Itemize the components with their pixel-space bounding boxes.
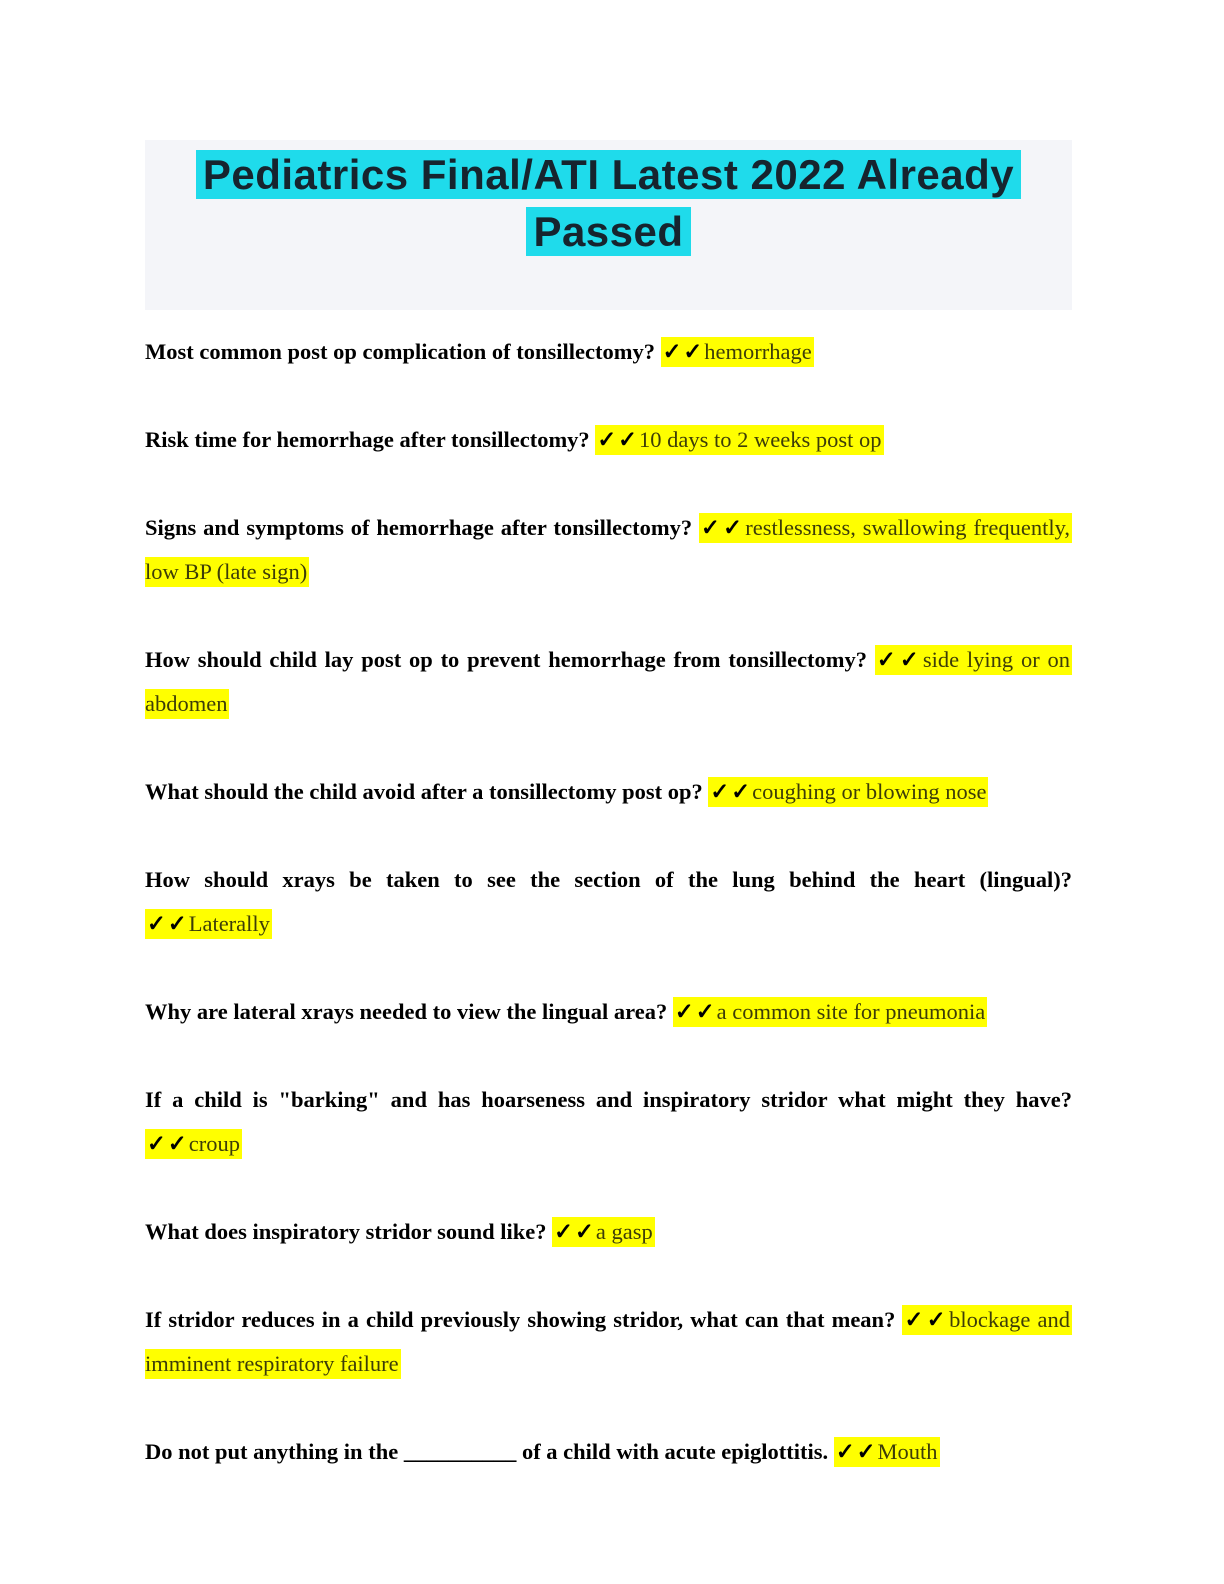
answer-value: Laterally	[188, 911, 270, 936]
question-text: What should the child avoid after a tons…	[145, 779, 709, 804]
answer-text: ✓✓a gasp	[552, 1217, 655, 1247]
checkmark-icon: ✓✓	[674, 999, 717, 1024]
question-text: Do not put anything in the __________ of…	[145, 1439, 834, 1464]
checkmark-icon: ✓✓	[662, 339, 705, 364]
page-title-line-1: Pediatrics Final/ATI Latest 2022 Already	[195, 150, 1022, 199]
answer-text: ✓✓a common site for pneumonia	[672, 997, 988, 1027]
answer-value: a common site for pneumonia	[716, 999, 986, 1024]
qa-item: How should child lay post op to prevent …	[145, 638, 1072, 726]
answer-value: blockage and imminent respiratory failur…	[145, 1307, 1070, 1376]
document-header: Pediatrics Final/ATI Latest 2022 Already…	[145, 140, 1072, 310]
question-text: How should child lay post op to prevent …	[145, 647, 875, 672]
question-text: Signs and symptoms of hemorrhage after t…	[145, 515, 699, 540]
question-text: Why are lateral xrays needed to view the…	[145, 999, 673, 1024]
question-text: How should xrays be taken to see the sec…	[145, 867, 1072, 892]
checkmark-icon: ✓✓	[597, 427, 640, 452]
question-text: What does inspiratory stridor sound like…	[145, 1219, 553, 1244]
answer-text: ✓✓Mouth	[833, 1437, 940, 1467]
qa-item: Signs and symptoms of hemorrhage after t…	[145, 506, 1072, 594]
question-text: Risk time for hemorrhage after tonsillec…	[145, 427, 596, 452]
qa-item: What does inspiratory stridor sound like…	[145, 1210, 1072, 1254]
answer-value: croup	[188, 1131, 240, 1156]
question-text: If stridor reduces in a child previously…	[145, 1307, 903, 1332]
qa-item: If a child is "barking" and has hoarsene…	[145, 1078, 1072, 1166]
answer-text: ✓✓10 days to 2 weeks post op	[595, 425, 884, 455]
answer-text: ✓✓hemorrhage	[660, 337, 814, 367]
checkmark-icon: ✓✓	[147, 911, 189, 936]
answer-text: ✓✓croup	[145, 1129, 242, 1159]
checkmark-icon: ✓✓	[876, 647, 923, 672]
qa-item: Risk time for hemorrhage after tonsillec…	[145, 418, 1072, 462]
answer-value: side lying or on abdomen	[145, 647, 1070, 716]
checkmark-icon: ✓✓	[701, 515, 746, 540]
qa-item: Do not put anything in the __________ of…	[145, 1430, 1072, 1474]
qa-item: If stridor reduces in a child previously…	[145, 1298, 1072, 1386]
checkmark-icon: ✓✓	[710, 779, 753, 804]
question-text: Most common post op complication of tons…	[145, 339, 661, 364]
checkmark-icon: ✓✓	[835, 1439, 878, 1464]
qa-list: Most common post op complication of tons…	[145, 330, 1072, 1474]
answer-value: hemorrhage	[704, 339, 812, 364]
answer-value: Mouth	[877, 1439, 938, 1464]
answer-value: restlessness, swallowing frequently, low…	[145, 515, 1070, 584]
answer-text: ✓✓coughing or blowing nose	[708, 777, 989, 807]
answer-text: ✓✓Laterally	[145, 909, 272, 939]
qa-item: What should the child avoid after a tons…	[145, 770, 1072, 814]
checkmark-icon: ✓✓	[554, 1219, 596, 1244]
answer-value: coughing or blowing nose	[752, 779, 987, 804]
qa-item: How should xrays be taken to see the sec…	[145, 858, 1072, 946]
qa-item: Most common post op complication of tons…	[145, 330, 1072, 374]
checkmark-icon: ✓✓	[147, 1131, 189, 1156]
question-text: If a child is "barking" and has hoarsene…	[145, 1087, 1072, 1112]
page-title: Pediatrics Final/ATI Latest 2022 Already…	[153, 146, 1064, 260]
page-title-line-2: Passed	[526, 207, 691, 256]
answer-value: 10 days to 2 weeks post op	[639, 427, 882, 452]
checkmark-icon: ✓✓	[904, 1307, 950, 1332]
answer-value: a gasp	[595, 1219, 653, 1244]
qa-item: Why are lateral xrays needed to view the…	[145, 990, 1072, 1034]
